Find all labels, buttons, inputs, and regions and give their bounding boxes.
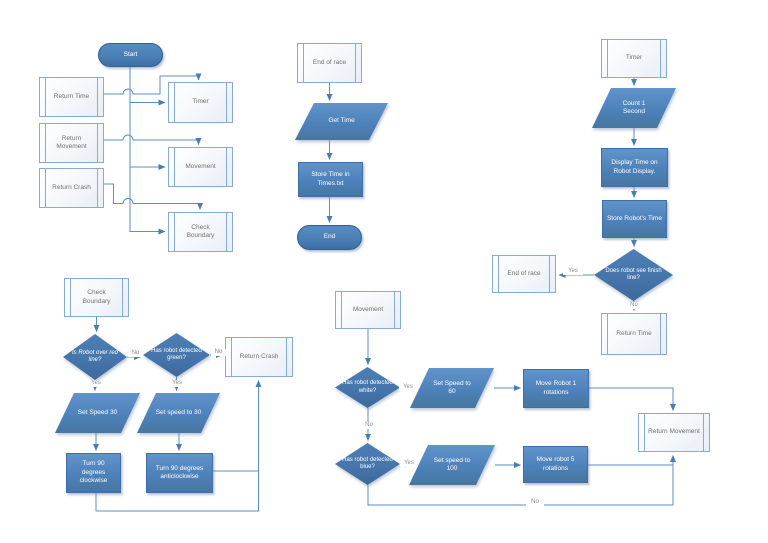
- node-green-decision: Has robot detected green?: [143, 333, 210, 377]
- get-time-label: Get Time: [295, 103, 388, 140]
- node-return-movement2-subprocess: Return Movement: [638, 413, 710, 452]
- node-movement2-subprocess: Movement: [335, 291, 401, 329]
- connectors: [92, 67, 676, 512]
- edge-label-no-red: No: [128, 350, 143, 357]
- node-turn-90-clockwise-process: Turn 90 degrees clockwise: [66, 453, 121, 493]
- edge-label-yes-white: Yes: [399, 384, 417, 391]
- green-label: Has robot detected green?: [143, 333, 210, 377]
- node-check-boundary-subprocess: Check Boundary: [168, 212, 233, 252]
- node-return-time-subprocess: Return Time: [39, 77, 104, 117]
- node-set-speed-60-io: Set Speed to 60: [410, 368, 494, 408]
- red-line-label: Is Robot over red line?: [63, 334, 127, 380]
- edge-label-no-blue: No: [526, 499, 544, 506]
- node-white-decision: Has robot detected white?: [335, 367, 400, 408]
- edge-label-yes-green: Yes: [168, 380, 186, 387]
- node-end-of-race2-subprocess: End of race: [492, 255, 556, 293]
- node-return-time2-subprocess: Return Time: [601, 313, 667, 355]
- node-movement-subprocess: Movement: [168, 147, 233, 187]
- set-speed-30-label: Set Speed 30: [55, 393, 140, 433]
- node-move-robot-1-process: Move Robot 1 rotations: [523, 369, 589, 408]
- blue-label: Has robot detected blue?: [335, 443, 400, 485]
- edge-label-yes-red: Yes: [87, 380, 105, 387]
- node-timer2-subprocess: Timer: [601, 39, 667, 78]
- node-finish-line-decision: Does robot see finish line?: [594, 249, 673, 301]
- node-set-speed-to-30-io: Set speed to 30: [137, 393, 220, 433]
- node-move-robot-5-process: Move robot 5 rotations: [523, 446, 588, 483]
- node-count-1-second-io: Count 1 Second: [592, 88, 676, 128]
- node-end-of-race-subprocess: End of race: [297, 43, 362, 83]
- node-return-crash-subprocess: Return Crash: [39, 168, 104, 208]
- edge-label-no-white: No: [361, 422, 377, 429]
- node-display-time-process: Display Time on Robot Display.: [601, 148, 668, 187]
- node-return-crash2-subprocess: Return Crash: [225, 337, 293, 377]
- white-label: Has robot detected white?: [335, 367, 400, 408]
- node-start-terminal: Start: [98, 43, 163, 67]
- edge-label-yes-blue: Yes: [400, 460, 418, 467]
- node-get-time-io: Get Time: [295, 103, 388, 140]
- node-timer-subprocess: Timer: [168, 82, 233, 123]
- node-set-speed-100-io: Set speed to 100: [409, 445, 495, 485]
- node-store-time-process: Store Time in Times.txt: [298, 162, 363, 197]
- finish-line-label: Does robot see finish line?: [594, 249, 673, 301]
- node-red-line-decision: Is Robot over red line?: [63, 334, 127, 380]
- set-speed-60-label: Set Speed to 60: [410, 368, 494, 408]
- count-1-second-label: Count 1 Second: [592, 88, 676, 128]
- edge-label-yes-finish: Yes: [563, 268, 583, 275]
- set-speed-100-label: Set speed to 100: [409, 445, 495, 485]
- node-store-robots-time-process: Store Robot's Time: [602, 200, 667, 238]
- node-turn-90-anticlockwise-process: Turn 90 degrees anticlockwise: [146, 453, 213, 493]
- node-end-terminal: End: [297, 225, 362, 250]
- node-set-speed-30-io: Set Speed 30: [55, 393, 140, 433]
- edge-label-no-finish: No: [626, 302, 642, 309]
- edge-label-no-green: No: [211, 349, 226, 356]
- node-blue-decision: Has robot detected blue?: [335, 443, 400, 485]
- set-speed-to-30-label: Set speed to 30: [137, 393, 220, 433]
- node-return-movement-subprocess: Return Movement: [39, 123, 104, 163]
- node-check-boundary2-subprocess: Check Boundary: [64, 278, 129, 317]
